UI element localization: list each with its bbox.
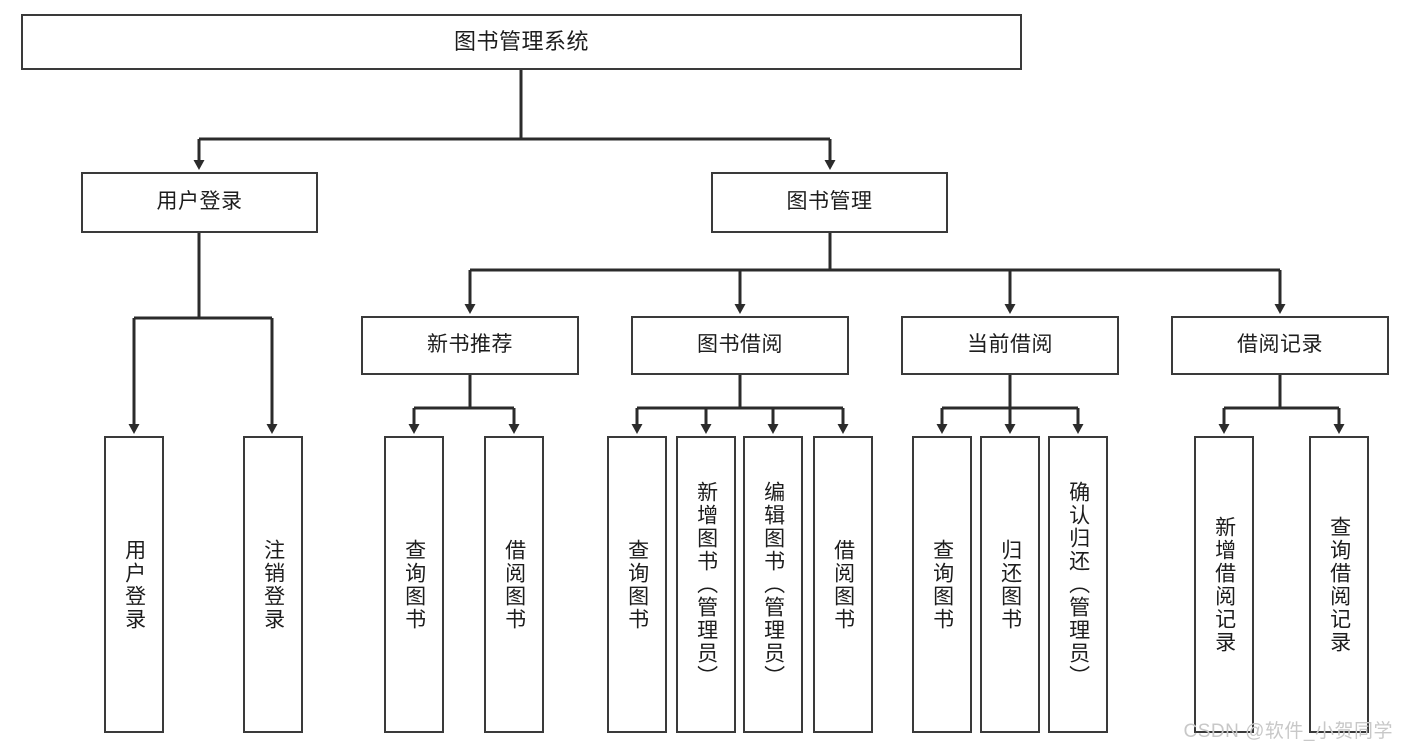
node-book-management[interactable]: 图书管理 — [711, 172, 948, 233]
leaf-query-book-current[interactable]: 查询图书 — [912, 436, 972, 733]
node-borrow-record[interactable]: 借阅记录 — [1171, 316, 1389, 375]
node-label: 确认归还（管理员） — [1066, 481, 1090, 688]
node-label: 图书管理 — [786, 190, 873, 214]
leaf-query-book-newbook[interactable]: 查询图书 — [384, 436, 444, 733]
node-label: 用户登录 — [122, 538, 146, 631]
node-current-borrow[interactable]: 当前借阅 — [901, 316, 1119, 375]
node-label: 借阅图书 — [502, 538, 526, 631]
node-label: 归还图书 — [998, 538, 1022, 631]
node-label: 新增借阅记录 — [1212, 515, 1236, 654]
node-label: 注销登录 — [261, 538, 285, 631]
leaf-edit-book-admin[interactable]: 编辑图书（管理员） — [743, 436, 803, 733]
leaf-user-login[interactable]: 用户登录 — [104, 436, 164, 733]
leaf-query-borrow-record[interactable]: 查询借阅记录 — [1309, 436, 1369, 733]
node-label: 图书借阅 — [697, 333, 783, 357]
node-label: 查询图书 — [625, 538, 649, 631]
leaf-return-book[interactable]: 归还图书 — [980, 436, 1040, 733]
node-user-login[interactable]: 用户登录 — [81, 172, 318, 233]
node-label: 新书推荐 — [427, 333, 513, 357]
leaf-add-borrow-record[interactable]: 新增借阅记录 — [1194, 436, 1254, 733]
node-label: 用户登录 — [156, 190, 243, 214]
leaf-query-book-borrow[interactable]: 查询图书 — [607, 436, 667, 733]
watermark-text: CSDN @软件_小贺同学 — [1183, 721, 1393, 742]
node-label: 当前借阅 — [967, 333, 1053, 357]
node-label: 图书管理系统 — [453, 28, 589, 54]
node-label: 查询图书 — [402, 538, 426, 631]
node-label: 查询借阅记录 — [1327, 515, 1351, 654]
leaf-borrow-book-newbook[interactable]: 借阅图书 — [484, 436, 544, 733]
node-label: 新增图书（管理员） — [694, 481, 718, 688]
node-label: 查询图书 — [930, 538, 954, 631]
node-label: 编辑图书（管理员） — [761, 481, 785, 688]
leaf-add-book-admin[interactable]: 新增图书（管理员） — [676, 436, 736, 733]
node-label: 借阅记录 — [1237, 333, 1323, 357]
node-label: 借阅图书 — [831, 538, 855, 631]
node-new-book-recommend[interactable]: 新书推荐 — [361, 316, 579, 375]
leaf-logout[interactable]: 注销登录 — [243, 436, 303, 733]
node-root-system[interactable]: 图书管理系统 — [21, 14, 1022, 70]
node-book-borrow[interactable]: 图书借阅 — [631, 316, 849, 375]
leaf-confirm-return-admin[interactable]: 确认归还（管理员） — [1048, 436, 1108, 733]
leaf-borrow-book[interactable]: 借阅图书 — [813, 436, 873, 733]
